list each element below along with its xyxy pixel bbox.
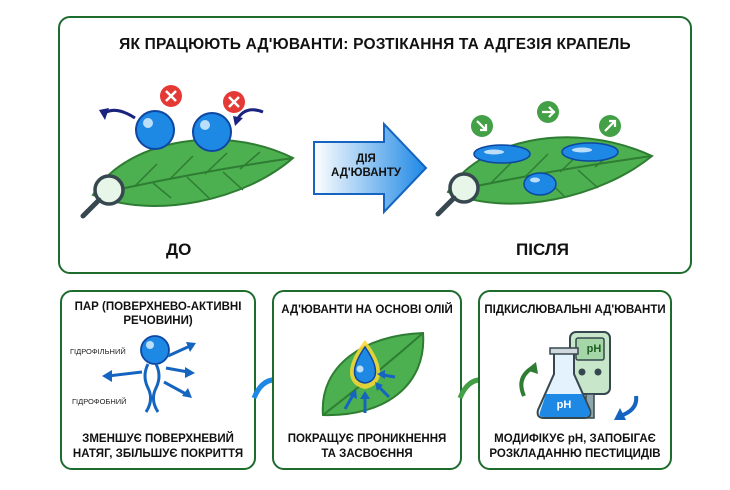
card-acidifying-title: ПІДКИСЛЮВАЛЬНІ АД'ЮВАНТИ bbox=[478, 303, 672, 317]
x-mark-icon bbox=[160, 85, 182, 107]
arrow-text-line2: АД'ЮВАНТУ bbox=[330, 167, 402, 179]
arrow-circle-icon bbox=[599, 115, 621, 137]
ph-illustration bbox=[519, 331, 639, 420]
card-surfactants-title-line1: ПАР (ПОВЕРХНЕВО-АКТИВНІ bbox=[74, 301, 242, 313]
surfactant-molecule bbox=[102, 335, 196, 413]
card-oil-foot-line2: ТА ЗАСВОЄННЯ bbox=[321, 448, 413, 460]
card-surfactants-title-line2: РЕЧОВИНИ) bbox=[123, 315, 193, 327]
bead-droplet-left bbox=[135, 110, 175, 150]
x-mark-icon bbox=[223, 91, 245, 113]
flask-icon bbox=[536, 347, 592, 419]
card-oil-adjuvants-title: АД'ЮВАНТИ НА ОСНОВІ ОЛІЙ bbox=[272, 303, 462, 317]
after-label: ПІСЛЯ bbox=[516, 240, 569, 259]
magnifier-icon bbox=[80, 174, 125, 219]
label-hydrophobic: ГІДРОФОБНИЙ bbox=[72, 397, 127, 406]
card-acidifying-foot-line1: МОДИФІКУЄ pH, ЗАПОБІГАЄ bbox=[494, 433, 656, 445]
oil-penetration-illustration bbox=[321, 331, 425, 417]
diagram-title: ЯК ПРАЦЮЮТЬ АД'ЮВАНТИ: РОЗТІКАННЯ ТА АДГ… bbox=[119, 36, 631, 53]
card-surfactants-footer: ЗМЕНШУЄ ПОВЕРХНЕВИЙ НАТЯГ, ЗБІЛЬШУЄ ПОКР… bbox=[60, 432, 256, 462]
after-illustration bbox=[435, 101, 654, 217]
ph-meter-icon bbox=[569, 331, 611, 419]
card-surfactants-foot-line2: НАТЯГ, ЗБІЛЬШУЄ ПОКРИТТЯ bbox=[72, 448, 244, 460]
flask-ph-label: pH bbox=[556, 399, 572, 411]
meter-ph-label: pH bbox=[586, 343, 602, 355]
card-acidifying-footer: МОДИФІКУЄ pH, ЗАПОБІГАЄ РОЗКЛАДАННЮ ПЕСТ… bbox=[478, 432, 672, 462]
spread-droplet bbox=[473, 144, 531, 164]
spread-droplet bbox=[561, 142, 619, 162]
arrow-text-line1: ДІЯ bbox=[356, 153, 376, 165]
arrow-circle-icon bbox=[471, 115, 493, 137]
card-surfactants-title: ПАР (ПОВЕРХНЕВО-АКТИВНІ РЕЧОВИНИ) bbox=[60, 300, 256, 328]
card-surfactants-foot-line1: ЗМЕНШУЄ ПОВЕРХНЕВИЙ bbox=[82, 433, 234, 445]
arrow-circle-icon bbox=[537, 101, 559, 123]
arrow-text: ДІЯ АД'ЮВАНТУ bbox=[318, 152, 414, 180]
card-oil-foot-line1: ПОКРАЩУЄ ПРОНИКНЕННЯ bbox=[287, 433, 447, 445]
magnifier-icon bbox=[435, 172, 480, 217]
card-oil-title-line1: АД'ЮВАНТИ НА ОСНОВІ ОЛІЙ bbox=[281, 304, 453, 316]
before-illustration bbox=[80, 85, 295, 219]
card-oil-adjuvants-footer: ПОКРАЩУЄ ПРОНИКНЕННЯ ТА ЗАСВОЄННЯ bbox=[272, 432, 462, 462]
before-label: ДО bbox=[166, 240, 192, 259]
spread-droplet bbox=[523, 172, 557, 196]
card-acidifying-foot-line2: РОЗКЛАДАННЮ ПЕСТИЦИДІВ bbox=[489, 448, 661, 460]
card-acidifying-title-line1: ПІДКИСЛЮВАЛЬНІ АД'ЮВАНТИ bbox=[484, 304, 666, 316]
adjuvant-action-arrow bbox=[313, 121, 428, 215]
oil-droplet bbox=[353, 345, 377, 384]
bead-droplet-right bbox=[192, 112, 232, 152]
label-hydrophilic: ГІДРОФІЛЬНИЙ bbox=[70, 347, 126, 356]
